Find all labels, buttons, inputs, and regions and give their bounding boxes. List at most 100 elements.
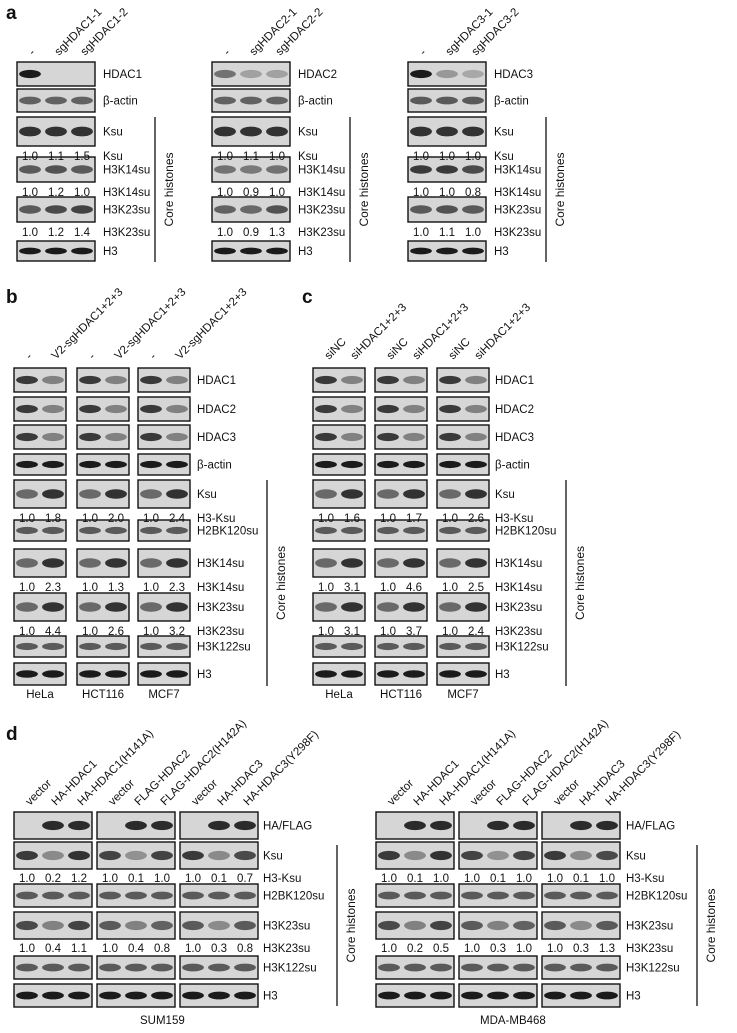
blot-band: [266, 205, 288, 214]
blot-band: [439, 670, 461, 678]
blot-band: [570, 850, 592, 861]
blot-band: [487, 963, 509, 972]
quant-value: 2.0: [108, 513, 124, 525]
blot-c-1-3: [374, 453, 428, 476]
blot-band: [377, 558, 399, 568]
row-label: Ksu: [494, 127, 514, 139]
blot-c-1-5: [374, 519, 428, 542]
quant-value: 0.8: [237, 943, 253, 955]
blot-band: [214, 126, 236, 137]
blot-band: [430, 891, 452, 900]
quant-value: 3.2: [169, 626, 185, 638]
quant-label: H3K23su: [495, 626, 542, 638]
blot-band: [71, 96, 93, 105]
blot-c-0-2: [312, 424, 366, 450]
blot-band: [42, 404, 64, 414]
quant-value: 1.0: [143, 626, 159, 638]
blot-b-0-5: [13, 519, 67, 542]
quant-value: 1.3: [269, 227, 285, 239]
blot-band: [570, 991, 592, 1000]
lane-label: vector: [24, 777, 55, 808]
blot-band: [79, 642, 101, 651]
blot-b-0-0: [13, 367, 67, 393]
blot-band: [140, 404, 162, 414]
row-label: H3K14su: [298, 165, 345, 177]
blot-band: [16, 642, 38, 651]
blot-band: [404, 820, 426, 831]
blot-band: [266, 96, 288, 105]
blot-b-0-9: [13, 662, 67, 686]
blot-band: [79, 460, 101, 469]
quant-label: H3K23su: [263, 943, 310, 955]
blot-band: [403, 375, 425, 385]
blot-band: [439, 642, 461, 651]
blot-band: [182, 991, 204, 1000]
blot-band: [16, 460, 38, 469]
quant-value: 1.0: [19, 943, 35, 955]
blot-band: [315, 432, 337, 442]
blot-band: [410, 69, 432, 79]
blot-c-0-5: [312, 519, 366, 542]
row-label: H3K23su: [495, 602, 542, 614]
row-label: HDAC1: [197, 375, 236, 387]
blot-band: [240, 126, 262, 137]
blot-c-1-8: [374, 635, 428, 658]
quant-value: 1.2: [48, 187, 64, 199]
blot-band: [378, 920, 400, 931]
blot-band: [315, 670, 337, 678]
blot-band: [544, 891, 566, 900]
quant-label: H3K14su: [494, 187, 541, 199]
row-label: HA/FLAG: [263, 821, 312, 833]
blot-band: [430, 991, 452, 1000]
row-label: β-actin: [495, 460, 530, 472]
quant-value: 1.0: [381, 943, 397, 955]
quant-value: 1.0: [599, 873, 615, 885]
row-label: β-actin: [103, 96, 138, 108]
blot-band: [341, 670, 363, 678]
cell-line-label: MCF7: [148, 689, 179, 701]
blot-band: [79, 432, 101, 442]
blot-band: [71, 205, 93, 214]
cell-line-label: MDA-MB468: [480, 1015, 546, 1027]
row-label: β-actin: [197, 460, 232, 472]
core-histones-label: Core histones: [344, 888, 358, 962]
panel-label-d: d: [6, 724, 18, 745]
quant-value: 1.0: [318, 582, 334, 594]
cell-line-label: HCT116: [380, 689, 422, 701]
blot-band: [513, 850, 535, 861]
quant-value: 1.0: [185, 943, 201, 955]
blot-band: [140, 642, 162, 651]
blot-band: [341, 526, 363, 535]
blot-band: [68, 891, 90, 900]
blot-band: [378, 850, 400, 861]
blot-band: [19, 205, 41, 214]
blot-band: [166, 670, 188, 678]
blot-band: [208, 963, 230, 972]
lane-label: siHDAC1+2+3: [473, 302, 533, 362]
blot-band: [182, 850, 204, 861]
core-histones-label: Core histones: [704, 888, 718, 962]
row-label: HDAC2: [197, 404, 236, 416]
quant-value: 4.6: [406, 582, 422, 594]
blot-band: [403, 602, 425, 612]
quant-value: 1.0: [102, 873, 118, 885]
blot-band: [214, 69, 236, 79]
row-label: Ksu: [298, 127, 318, 139]
core-histones-label: Core histones: [162, 152, 176, 226]
row-label: HDAC2: [495, 404, 534, 416]
blot-band: [71, 165, 93, 174]
blot-band: [596, 991, 618, 1000]
blot-band: [377, 642, 399, 651]
blot-band: [42, 460, 64, 469]
blot-band: [487, 920, 509, 931]
blot-band: [105, 670, 127, 678]
row-label: H3K122su: [495, 642, 549, 654]
blot-band: [410, 247, 432, 255]
blot-band: [234, 850, 256, 861]
quant-value: 2.3: [45, 582, 61, 594]
lane-label: siNC: [447, 336, 473, 362]
blot-band: [42, 963, 64, 972]
blot-band: [462, 247, 484, 255]
quant-value: 1.0: [269, 151, 285, 163]
